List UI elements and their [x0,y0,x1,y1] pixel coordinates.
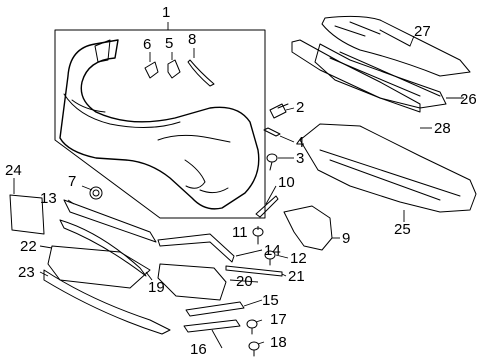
grille-22 [47,245,151,289]
strip-13 [63,199,157,243]
trim-strip-8 [187,59,215,87]
screw-3 [266,153,278,171]
callout-24: 24 [5,162,22,179]
absorber-27 [321,15,471,77]
callout-1: 1 [162,4,170,21]
callout-20: 20 [236,273,253,290]
trim-16 [183,319,241,333]
callout-14: 14 [264,242,281,259]
callout-21: 21 [288,268,305,285]
callout-17: 17 [270,311,287,328]
lower-cover-25 [299,123,477,213]
callout-numbers: 1 6 5 8 2 4 3 7 10 9 11 12 13 14 20 21 1… [5,4,477,358]
callout-13: 13 [40,190,57,207]
callout-3: 3 [296,150,304,167]
sensor-7 [89,186,103,200]
strip-10 [255,195,279,218]
callout-10: 10 [278,174,295,191]
clip-11 [252,227,264,245]
plate-24 [9,194,45,235]
absorber-28 [291,39,421,113]
bracket-9 [283,205,333,251]
callout-11: 11 [232,224,248,241]
bumper-cover [54,29,266,219]
callout-23: 23 [18,264,35,281]
callout-12: 12 [290,250,307,267]
trim-14 [157,233,235,263]
callout-6: 6 [143,36,151,53]
callout-26: 26 [460,91,477,108]
callout-28: 28 [434,120,451,137]
callout-18: 18 [270,334,287,351]
callout-19: 19 [148,279,165,296]
molding-19 [59,219,147,277]
grille-20 [157,263,227,301]
leader-lines [13,22,464,349]
trim-15 [185,301,245,317]
bracket-6 [144,61,159,79]
callout-25: 25 [394,221,411,238]
callout-8: 8 [188,31,196,48]
callout-16: 16 [190,341,207,358]
callout-9: 9 [342,230,350,247]
callout-7: 7 [68,173,76,190]
strip-21 [225,265,283,277]
bolt-2 [269,103,289,119]
callout-27: 27 [414,23,431,40]
clip-18 [248,341,260,357]
clip-17 [246,319,258,335]
clip-12 [264,250,276,266]
callout-2: 2 [296,99,304,116]
callout-5: 5 [165,35,173,52]
callout-4: 4 [296,134,304,151]
pin-4 [263,127,281,137]
callout-22: 22 [20,238,37,255]
bracket-5 [167,59,181,79]
callout-15: 15 [262,292,279,309]
spoiler-23 [43,269,171,335]
